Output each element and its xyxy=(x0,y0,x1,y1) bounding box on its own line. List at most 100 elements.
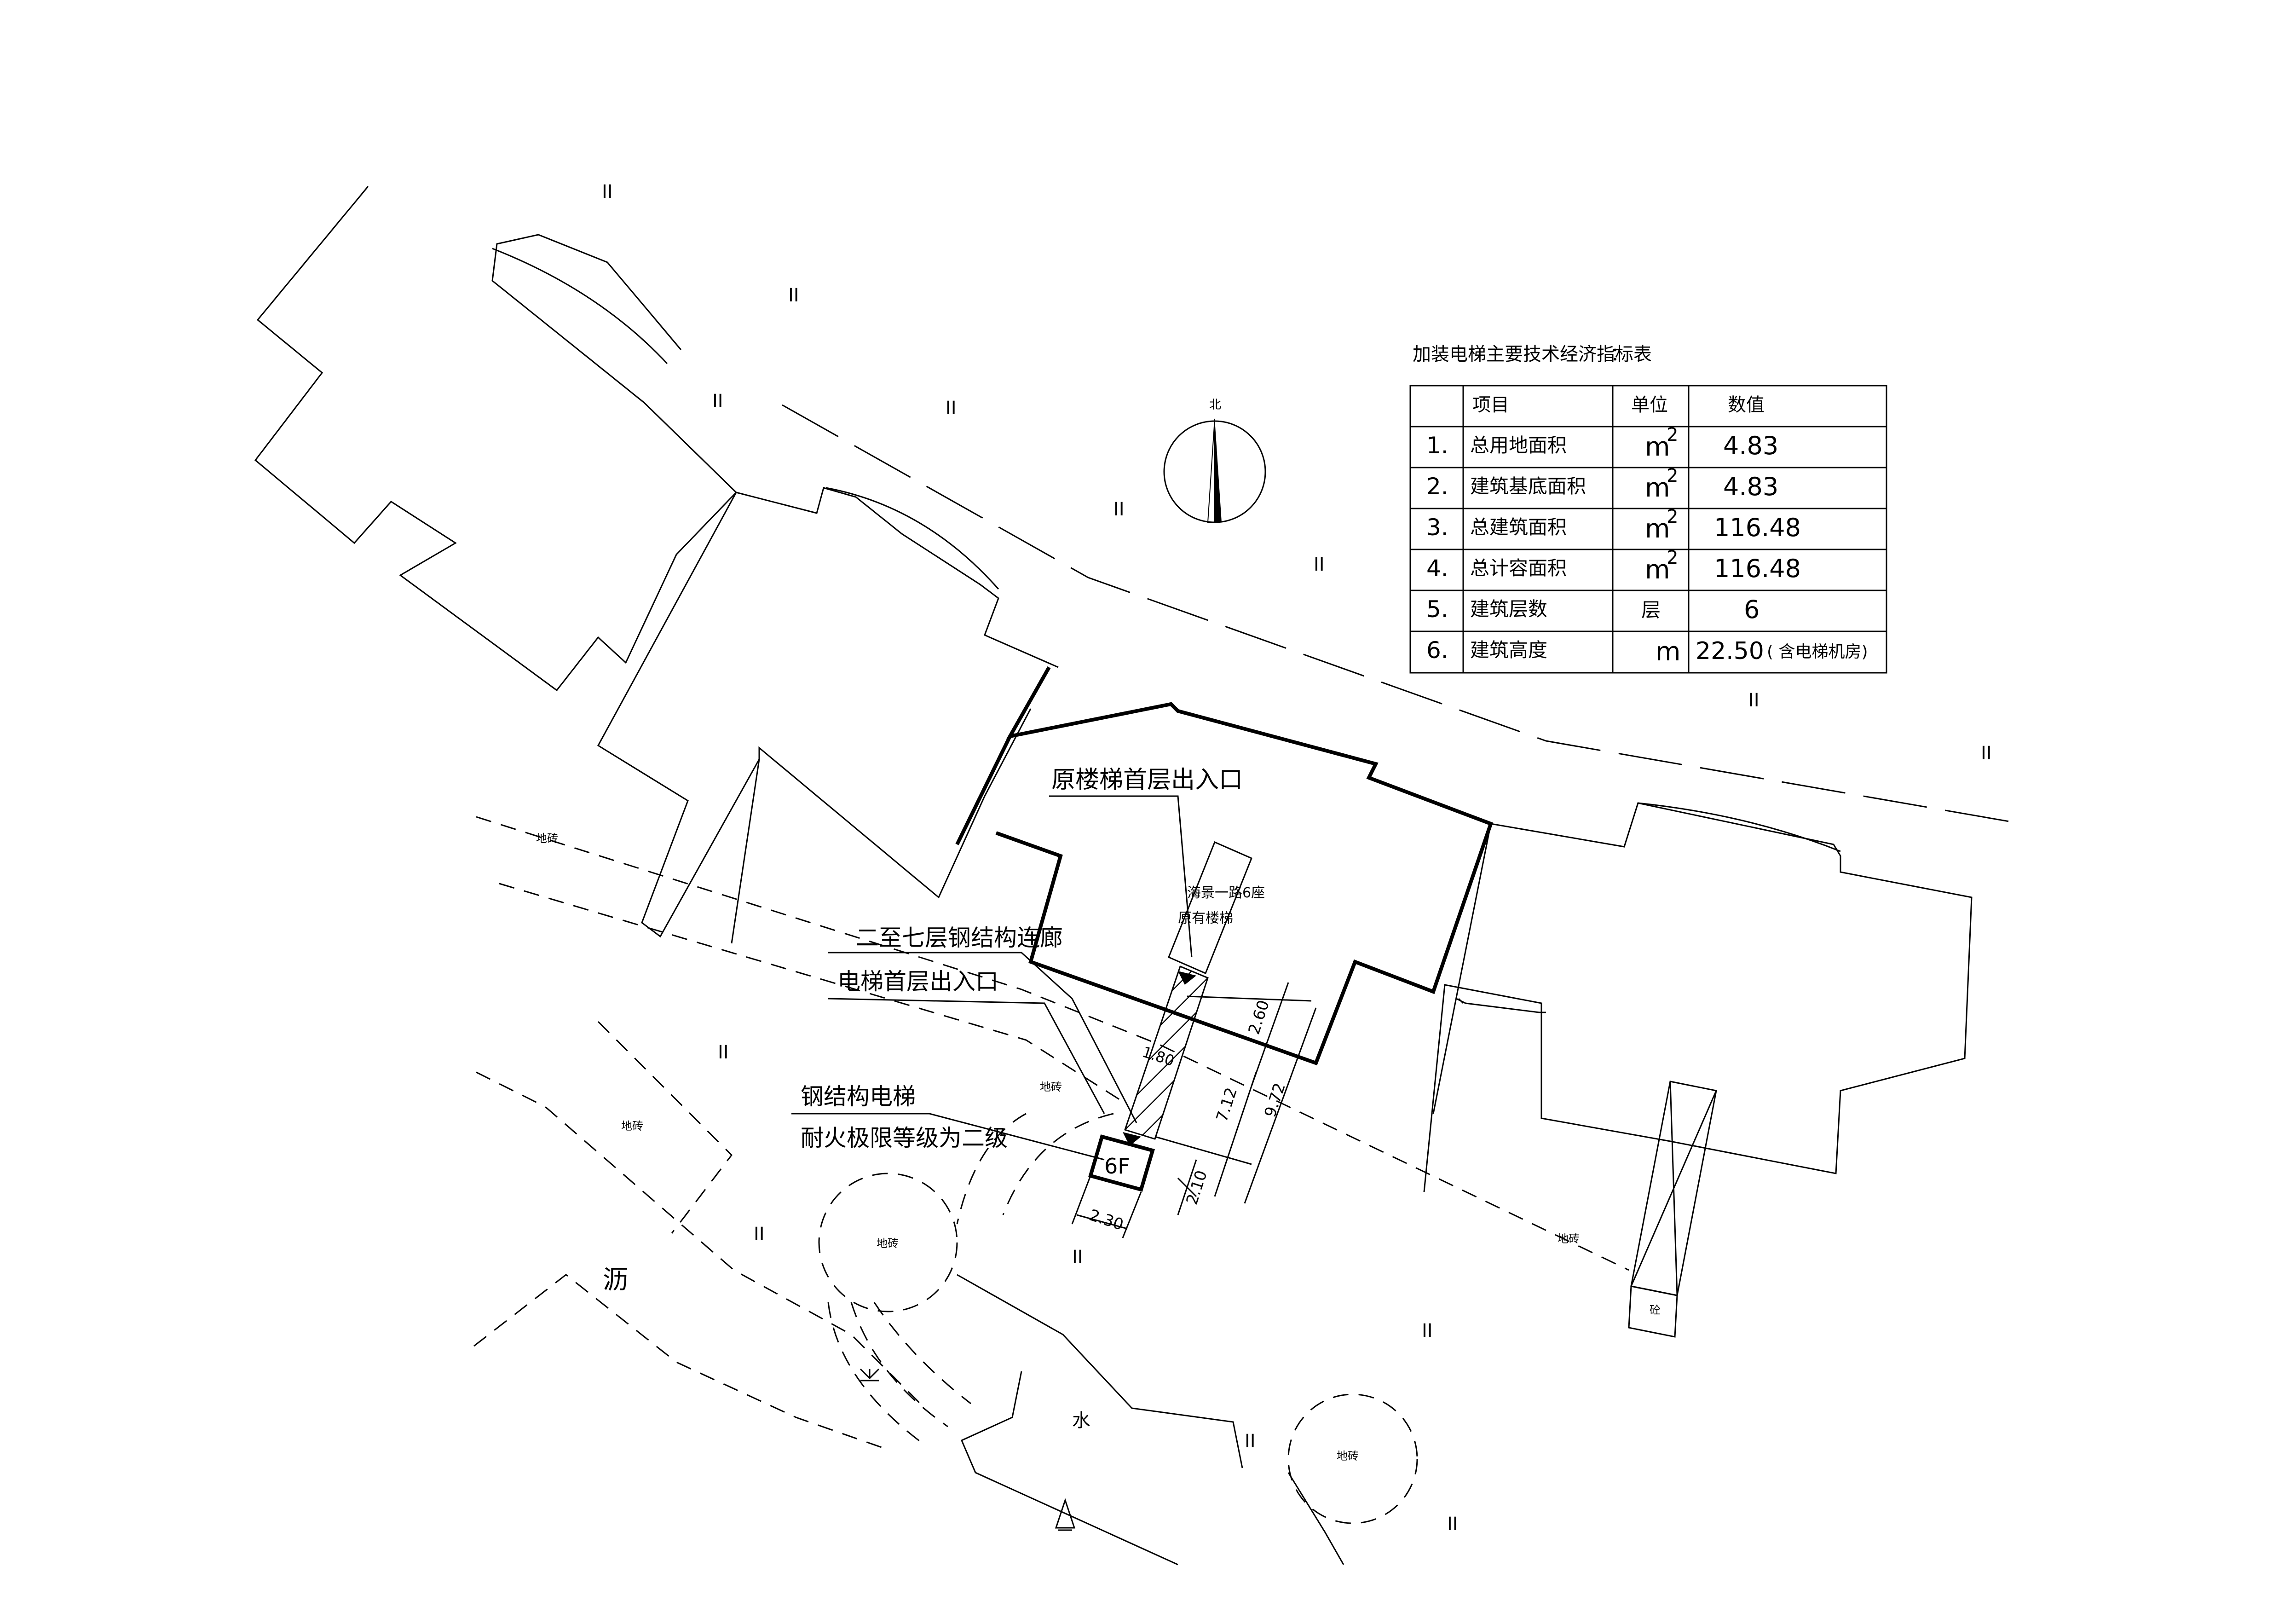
existing-stair xyxy=(1168,841,1252,974)
dimension-lines xyxy=(1071,982,1317,1238)
row-no: 5. xyxy=(1426,596,1448,623)
row-value: 4.83 xyxy=(1723,431,1778,460)
leader-steel-elevator xyxy=(791,1113,1105,1161)
roundabout-west xyxy=(818,1173,958,1312)
table-title: 加装电梯主要技术经济指标表 xyxy=(1413,344,1652,365)
row-unit: m xyxy=(1645,432,1670,462)
table-title-colon: ： xyxy=(1610,344,1629,365)
row-no: 4. xyxy=(1426,555,1448,582)
elevator-shaft xyxy=(1088,1134,1155,1192)
row-no: 2. xyxy=(1426,473,1448,500)
building-mid-left xyxy=(731,759,760,944)
label-corridor: 二至七层钢结构连廊 xyxy=(856,925,1063,951)
path-west-2 xyxy=(476,1071,926,1409)
fan-path-1 xyxy=(827,1302,925,1446)
roundabout-east xyxy=(1287,1393,1418,1524)
row-unit: 层 xyxy=(1641,599,1661,621)
compass-needle-left xyxy=(1207,418,1215,523)
roads xyxy=(473,404,2023,1524)
site-symbols xyxy=(860,1368,1076,1531)
grass-marker: II xyxy=(946,398,957,419)
path-west-1 xyxy=(597,1021,733,1234)
label-pavement: 地砖 xyxy=(877,1237,899,1250)
row-item: 建筑层数 xyxy=(1470,598,1547,620)
row-unit: m xyxy=(1645,514,1670,544)
existing-buildings xyxy=(254,186,1973,1338)
row-unit: m xyxy=(1645,473,1670,503)
grass-marker: II xyxy=(1113,499,1125,520)
building-east-inner xyxy=(1432,823,1492,1114)
label-road: 沥 xyxy=(603,1265,629,1295)
building-east-curve xyxy=(1638,802,1841,852)
path-west-3 xyxy=(473,1274,888,1451)
steel-corridor xyxy=(1124,965,1209,1140)
row-item: 总建筑面积 xyxy=(1470,516,1567,538)
label-concrete: 砼 xyxy=(1650,1304,1661,1317)
grass-marker: II xyxy=(718,1042,729,1063)
row-item: 总计容面积 xyxy=(1470,557,1567,579)
dim-1-80: 1.80 xyxy=(1140,1043,1177,1069)
label-elevator-exit: 电梯首层出入口 xyxy=(837,968,998,995)
building-east-wall xyxy=(1458,998,1464,1004)
dim-2-60: 2.60 xyxy=(1245,998,1273,1036)
header-unit: 单位 xyxy=(1631,394,1668,416)
grass-marker: II xyxy=(1422,1320,1433,1341)
tech-table: 加装电梯主要技术经济指标表 ： 项目 单位 数值 1. 总用地面积 m 2 4.… xyxy=(1409,344,1887,674)
leader-orig-stair xyxy=(1049,795,1193,958)
leader-corridor xyxy=(828,952,1137,1123)
dim-7-12: 7.12 xyxy=(1213,1085,1241,1124)
dim-9-72: 9.72 xyxy=(1261,1081,1289,1119)
row-value: 116.48 xyxy=(1714,513,1801,542)
grass-marker: II xyxy=(754,1224,765,1245)
label-floors: 6F xyxy=(1104,1154,1130,1179)
label-pavement: 地砖 xyxy=(1337,1450,1359,1462)
building-nw-curve xyxy=(492,248,668,364)
grass-marker: II xyxy=(788,285,799,306)
label-pavement: 地砖 xyxy=(1040,1081,1062,1093)
leader-lines xyxy=(791,795,1193,1161)
row-unit-sup: 2 xyxy=(1667,424,1678,445)
table-frame xyxy=(1409,385,1887,674)
compass-label: 北 xyxy=(1209,398,1221,412)
label-pavement: 地砖 xyxy=(621,1120,643,1133)
building-mid-curve xyxy=(825,487,999,589)
building-nw xyxy=(254,186,738,692)
row-item: 建筑高度 xyxy=(1470,639,1547,661)
row-unit-sup: 2 xyxy=(1667,506,1678,527)
building-mid-roof xyxy=(736,487,1059,668)
label-steel-elevator: 钢结构电梯 xyxy=(801,1083,916,1110)
path-south-2 xyxy=(499,883,1128,1105)
row-unit-sup: 2 xyxy=(1667,465,1678,486)
header-item: 项目 xyxy=(1472,394,1509,416)
building-east-box xyxy=(1456,998,1546,1013)
annotations: 原楼梯首层出入口 二至七层钢结构连廊 电梯首层出入口 钢结构电梯 耐火极限等级为… xyxy=(536,181,1992,1535)
row-item: 建筑基底面积 xyxy=(1470,475,1586,497)
grass-marker: II xyxy=(712,391,723,412)
row-value: 116.48 xyxy=(1714,554,1801,583)
pavilion-icon xyxy=(1055,1498,1076,1531)
row-unit-sup: 2 xyxy=(1667,547,1678,568)
compass-needle-right xyxy=(1215,419,1222,522)
row-no: 1. xyxy=(1426,432,1448,459)
fan-path-3 xyxy=(873,1302,971,1404)
building-mid xyxy=(597,492,1032,938)
leader-elevator-exit xyxy=(828,998,1105,1114)
row-value: 22.50 xyxy=(1696,637,1764,665)
row-value: 4.83 xyxy=(1723,472,1778,501)
dim-2-10: 2.10 xyxy=(1183,1168,1211,1207)
header-value: 数值 xyxy=(1728,394,1765,416)
entry-path xyxy=(956,1113,1027,1225)
entry-path-2 xyxy=(1002,1113,1114,1215)
row-unit: m xyxy=(1656,637,1681,667)
row-no: 3. xyxy=(1426,514,1448,541)
label-orig-stair-exit: 原楼梯首层出入口 xyxy=(1051,766,1243,794)
dim-2-30: 2.30 xyxy=(1087,1206,1125,1234)
grass-marker: II xyxy=(1314,554,1325,575)
grass-marker: II xyxy=(1245,1431,1256,1452)
row-no: 6. xyxy=(1426,637,1448,664)
arrow-top xyxy=(1178,971,1196,985)
north-compass: 北 xyxy=(1163,398,1266,523)
label-fire-rating: 耐火极限等级为二级 xyxy=(801,1125,1008,1151)
grass-marker: II xyxy=(1072,1247,1083,1268)
